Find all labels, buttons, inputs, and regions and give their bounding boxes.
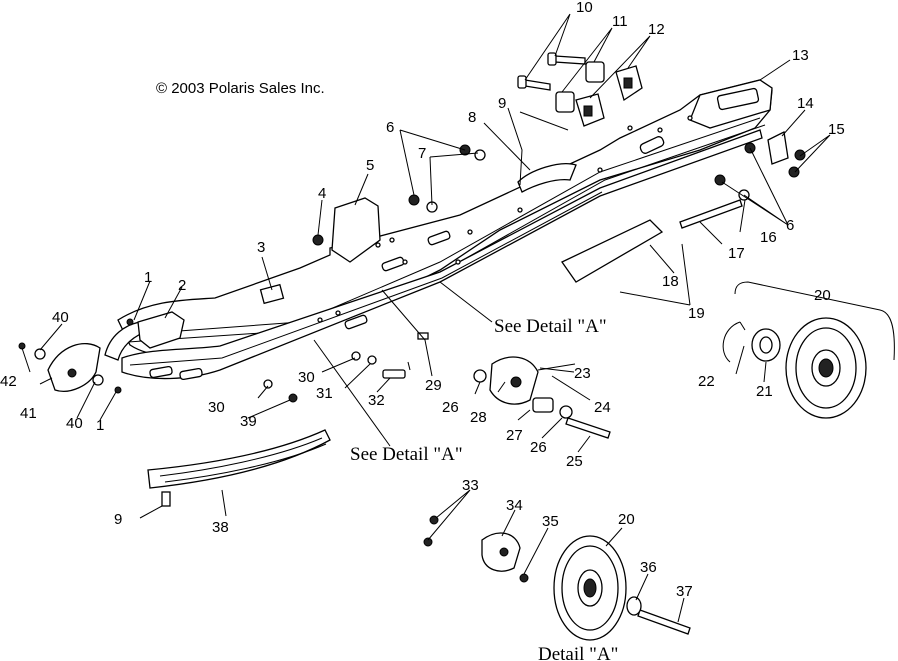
label-part-14: 14	[797, 95, 814, 112]
label-part-6-left: 6	[386, 119, 394, 136]
idler-bracket-28	[473, 356, 576, 419]
fasteners	[18, 142, 806, 583]
label-part-3: 3	[257, 239, 265, 256]
label-part-12: 12	[648, 21, 665, 38]
label-part-42: 42	[0, 373, 17, 390]
label-part-22: 22	[698, 373, 715, 390]
label-part-37: 37	[676, 583, 693, 600]
rail-holes	[317, 115, 693, 323]
spacers-11-12	[555, 61, 643, 127]
label-part-13: 13	[792, 47, 809, 64]
label-part-33: 33	[462, 477, 479, 494]
label-part-1-top: 1	[144, 269, 152, 286]
bracket-8	[517, 163, 577, 193]
label-part-25: 25	[566, 453, 583, 470]
label-part-17: 17	[728, 245, 745, 262]
label-part-40-top: 40	[52, 309, 69, 326]
label-part-40-bottom: 40	[66, 415, 83, 432]
idler-wheel-20-upper	[722, 281, 895, 419]
bracket-14	[767, 131, 789, 165]
label-part-28: 28	[470, 409, 487, 426]
label-part-5: 5	[366, 157, 374, 174]
bumper-2	[137, 311, 185, 349]
label-part-20-upper: 20	[814, 287, 831, 304]
label-part-24: 24	[594, 399, 611, 416]
bolt-17	[679, 199, 743, 229]
see-detail-a-lower: See Detail "A"	[350, 444, 463, 465]
detail-a-assembly	[481, 532, 642, 641]
detail-a-title: Detail "A"	[538, 644, 618, 661]
label-part-19: 19	[688, 305, 705, 322]
label-part-11: 11	[612, 13, 628, 30]
label-part-2: 2	[178, 277, 186, 294]
block-18	[561, 219, 664, 283]
slide-rail-38	[147, 429, 331, 507]
label-part-39: 39	[240, 413, 257, 430]
label-part-36: 36	[640, 559, 657, 576]
block-3	[259, 283, 285, 305]
label-part-15: 15	[828, 121, 845, 138]
bolt-37	[637, 609, 691, 635]
label-part-1-bottom: 1	[96, 417, 104, 434]
label-part-9-top: 9	[498, 95, 506, 112]
label-part-30-left: 30	[208, 399, 225, 416]
see-detail-a-upper: See Detail "A"	[494, 316, 607, 337]
label-part-18: 18	[662, 273, 679, 290]
label-part-31: 31	[316, 385, 333, 402]
label-part-30-right: 30	[298, 369, 315, 386]
rail-assembly	[104, 79, 773, 381]
part-number-labels: 10 11 12 13 9 8 6 7 14 15 5 4 6 16 17 3 …	[0, 0, 845, 600]
label-part-23: 23	[574, 365, 591, 382]
label-part-41: 41	[20, 405, 37, 422]
label-part-34: 34	[506, 497, 523, 514]
label-part-26-left: 26	[442, 399, 459, 416]
label-part-16: 16	[760, 229, 777, 246]
leader-lines	[21, 13, 831, 623]
copyright-notice: © 2003 Polaris Sales Inc.	[156, 80, 325, 97]
bolts-10	[517, 52, 586, 91]
label-part-10: 10	[576, 0, 593, 16]
label-part-32: 32	[368, 392, 385, 409]
plate-5	[331, 197, 381, 263]
label-part-20-detail: 20	[618, 511, 635, 528]
label-part-21: 21	[756, 383, 773, 400]
label-part-4: 4	[318, 185, 326, 202]
label-part-29: 29	[425, 377, 442, 394]
label-part-9-bottom: 9	[114, 511, 122, 528]
label-part-27: 27	[506, 427, 523, 444]
cap-41	[47, 343, 101, 392]
label-part-6-right: 6	[786, 217, 794, 234]
label-part-26-right: 26	[530, 439, 547, 456]
bolt-25	[565, 417, 611, 439]
label-part-7: 7	[418, 145, 426, 162]
label-part-35: 35	[542, 513, 559, 530]
label-part-38: 38	[212, 519, 229, 536]
label-part-8: 8	[468, 109, 476, 126]
